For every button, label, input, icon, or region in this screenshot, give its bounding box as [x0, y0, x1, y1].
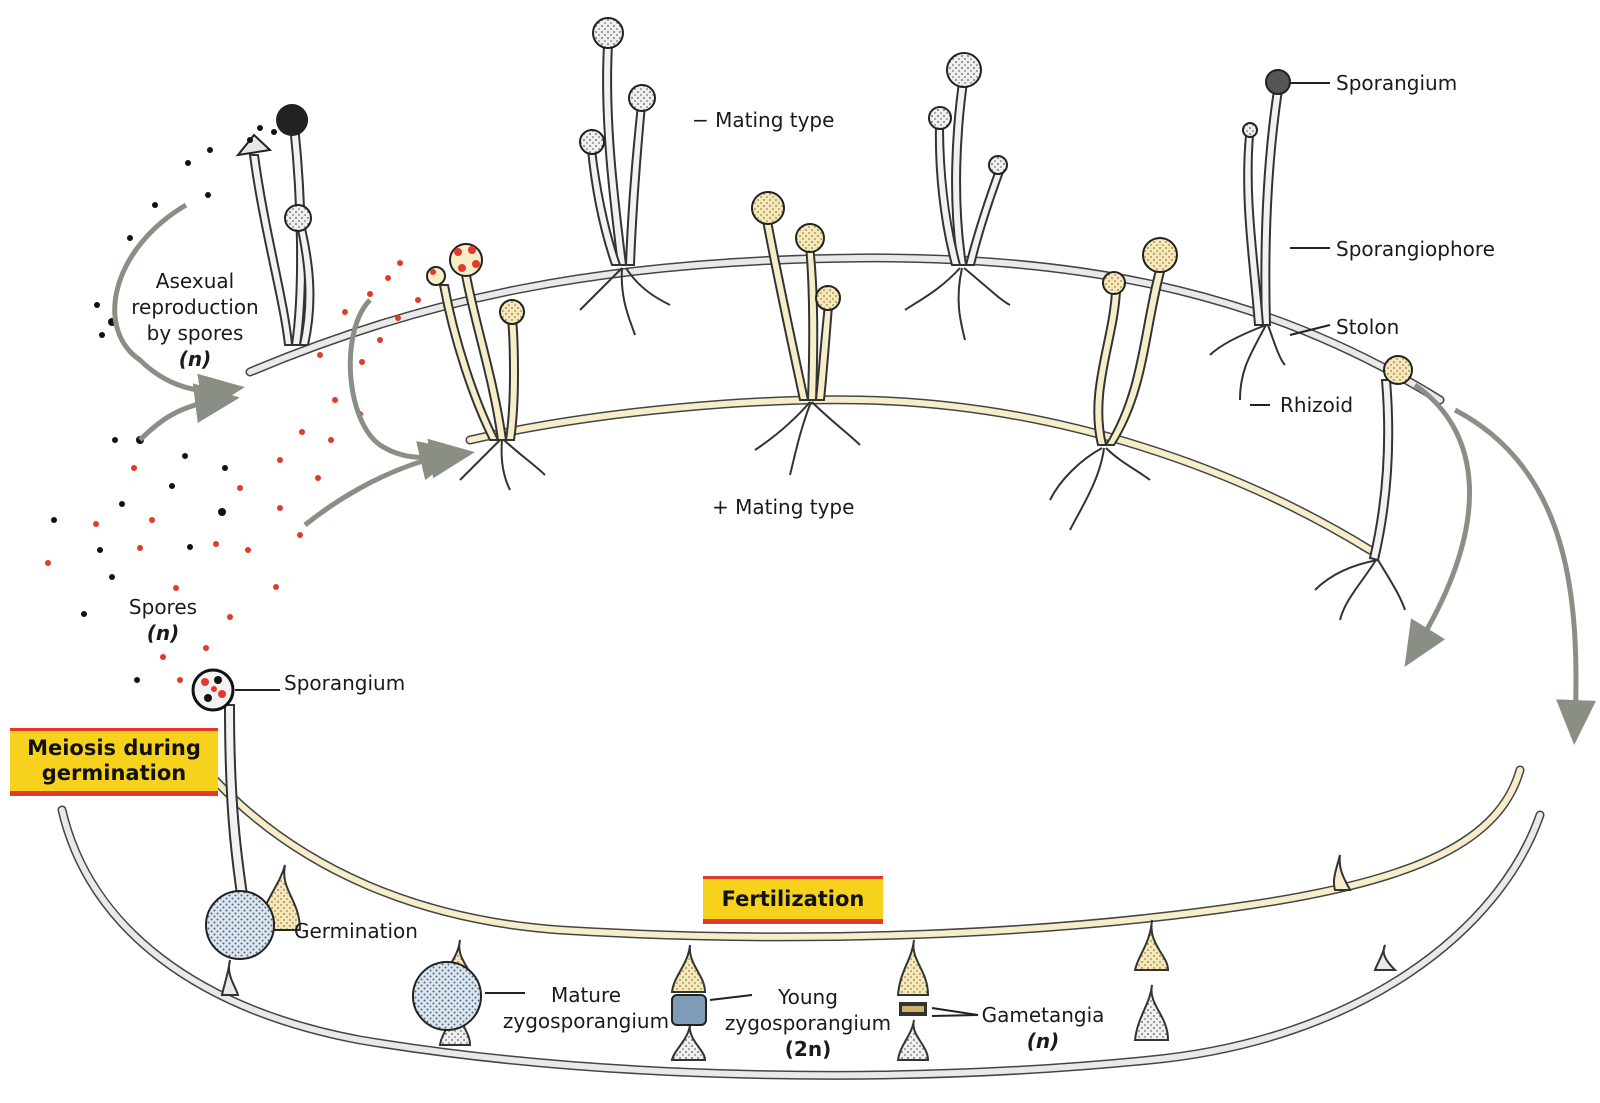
sporangiophore-label: Sporangiophore: [1336, 237, 1495, 261]
asexual-ploidy: (n): [178, 347, 212, 371]
sporangium-bottom-label: Sporangium: [284, 671, 406, 695]
asexual-line-3: by spores: [146, 321, 244, 345]
young-zygosporangium: [671, 994, 707, 1026]
mature-zygosporangium: [412, 961, 482, 1031]
stolon-label: Stolon: [1336, 315, 1400, 339]
asexual-line-1: Asexual: [155, 269, 235, 293]
gametangia-label: Gametangia (n): [978, 1002, 1108, 1054]
meiosis-line-2: germination: [41, 761, 187, 785]
sporangium-top-label: Sporangium: [1336, 71, 1458, 95]
young-zygo-label: Young zygosporangium (2n): [718, 984, 898, 1062]
gametangia-text: Gametangia: [981, 1003, 1105, 1027]
red-spore-sporangium: [426, 243, 483, 286]
young-zygo-line-2: zygosporangium: [724, 1011, 892, 1035]
germinating-zygosporangium: [205, 704, 275, 996]
rhizoids: [459, 267, 1406, 621]
mature-zygo-label: Mature zygosporangium: [496, 982, 676, 1034]
minus-mating-type-label: − Mating type: [692, 108, 835, 132]
gametangia-ploidy: (n): [1026, 1029, 1060, 1053]
fertilization-box: Fertilization: [703, 876, 883, 924]
spores-ploidy: (n): [146, 621, 180, 645]
asexual-line-2: reproduction: [131, 295, 259, 319]
young-zygo-line-1: Young: [778, 985, 838, 1009]
leader-lines: [235, 82, 1331, 1017]
rhizoid-label: Rhizoid: [1280, 393, 1354, 417]
spores-label: Spores (n): [118, 594, 208, 646]
asexual-label: Asexual reproduction by spores (n): [120, 268, 270, 372]
plus-mating-type-label: + Mating type: [712, 495, 855, 519]
red-spores: [45, 260, 421, 683]
minus-sporangiophores: [248, 44, 1394, 562]
cycle-arrows: [112, 202, 1596, 745]
mature-zygo-line-2: zygosporangium: [502, 1009, 670, 1033]
meiosis-line-1: Meiosis during: [27, 736, 201, 760]
meiosis-box: Meiosis during germination: [10, 728, 218, 796]
germination-label: Germination: [294, 919, 418, 943]
black-spore-sporangium: [235, 104, 308, 157]
spores-text: Spores: [128, 595, 198, 619]
plus-sporangia: [499, 191, 1178, 325]
bottom-sporangium: [191, 668, 235, 712]
gametangia-band: [899, 1002, 927, 1016]
young-zygo-ploidy: (2n): [784, 1037, 832, 1061]
plus-stolon-ring: [210, 395, 1525, 942]
mature-zygo-line-1: Mature: [550, 983, 622, 1007]
